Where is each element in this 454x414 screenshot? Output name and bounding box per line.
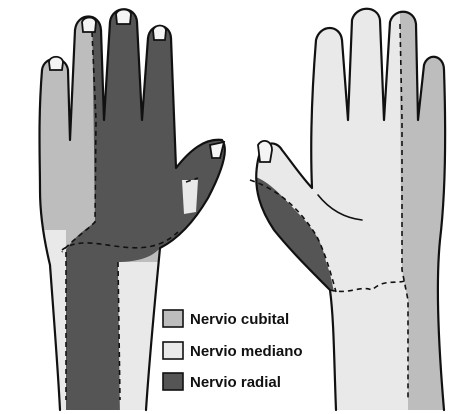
left-mediano-region-b — [118, 262, 160, 414]
legend-swatch-mediano — [163, 342, 183, 359]
legend-label-radial: Nervio radial — [190, 374, 281, 391]
left-index-nail — [153, 26, 166, 41]
legend-swatch-cubital — [163, 310, 183, 327]
legend-swatch-radial — [163, 373, 183, 390]
legend-label-cubital: Nervio cubital — [190, 311, 289, 328]
legend: Nervio cubital Nervio mediano Nervio rad… — [163, 310, 303, 391]
left-middle-nail — [116, 10, 131, 25]
left-ring-nail — [82, 18, 96, 33]
legend-label-mediano: Nervio mediano — [190, 343, 303, 360]
right-thumb-nail — [258, 141, 272, 162]
left-little-nail — [49, 57, 63, 70]
